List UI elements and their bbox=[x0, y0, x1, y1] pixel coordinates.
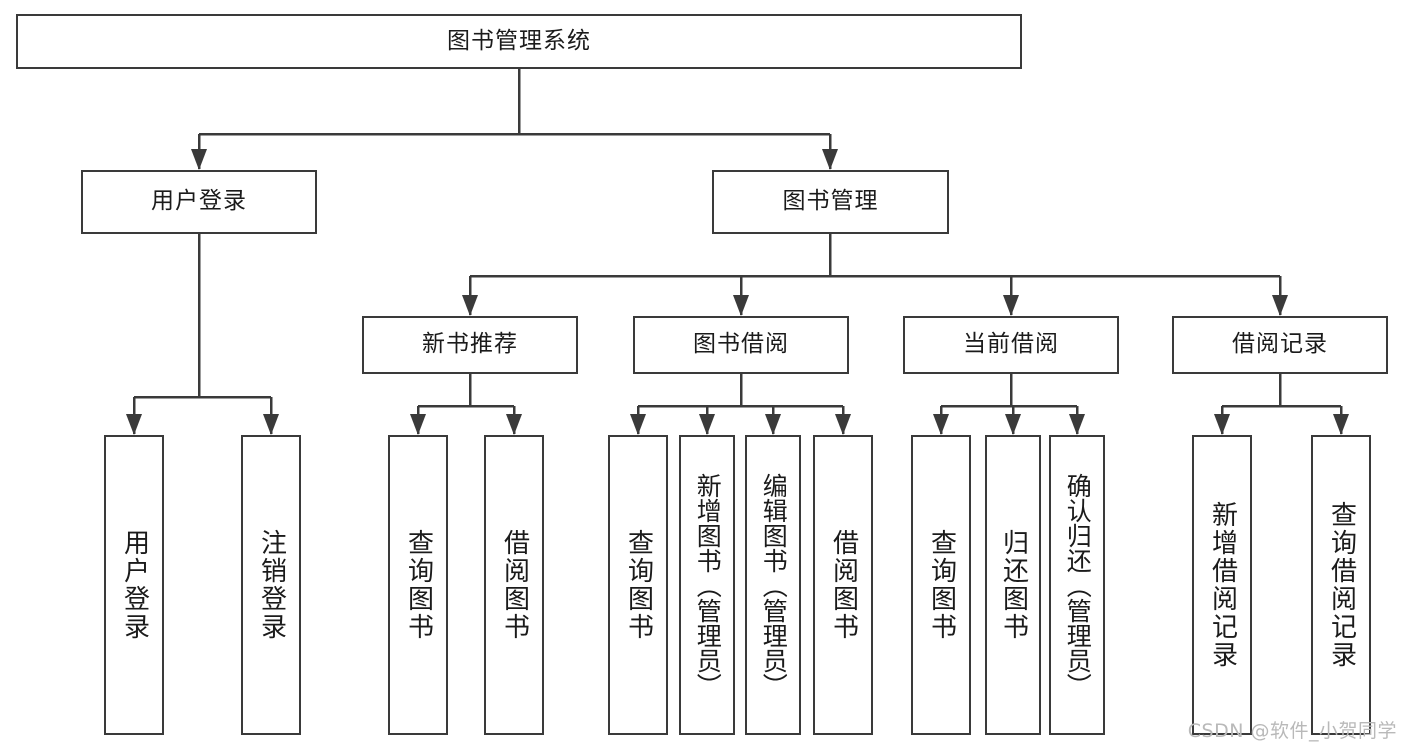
node-book-borrowing[interactable]: 图书借阅 bbox=[633, 316, 849, 374]
node-label: 查询借阅记录 bbox=[1326, 501, 1357, 669]
node-leaf-add-borrow-record[interactable]: 新增借阅记录 bbox=[1192, 435, 1252, 735]
node-leaf-add-book-admin[interactable]: 新增图书（管理员） bbox=[679, 435, 735, 735]
node-leaf-logout-login[interactable]: 注销登录 bbox=[241, 435, 301, 735]
node-label: 图书管理系统 bbox=[447, 27, 591, 54]
node-label: 查询图书 bbox=[926, 529, 957, 641]
node-label: 借阅记录 bbox=[1232, 331, 1328, 358]
node-leaf-edit-book-admin[interactable]: 编辑图书（管理员） bbox=[745, 435, 801, 735]
node-label: 查询图书 bbox=[623, 529, 654, 641]
node-label: 查询图书 bbox=[403, 529, 434, 641]
node-label: 归还图书 bbox=[998, 529, 1029, 641]
node-root-book-management-system[interactable]: 图书管理系统 bbox=[16, 14, 1022, 69]
node-label: 当前借阅 bbox=[963, 331, 1059, 358]
node-label: 新增借阅记录 bbox=[1207, 501, 1238, 669]
node-label: 新增图书（管理员） bbox=[693, 472, 723, 698]
node-new-book-recommendation[interactable]: 新书推荐 bbox=[362, 316, 578, 374]
node-label: 借阅图书 bbox=[499, 529, 530, 641]
node-label: 用户登录 bbox=[151, 188, 247, 215]
node-borrowing-record[interactable]: 借阅记录 bbox=[1172, 316, 1388, 374]
node-book-management[interactable]: 图书管理 bbox=[712, 170, 949, 234]
node-leaf-query-book-1[interactable]: 查询图书 bbox=[388, 435, 448, 735]
node-current-borrowing[interactable]: 当前借阅 bbox=[903, 316, 1119, 374]
node-label: 确认归还（管理员） bbox=[1063, 472, 1093, 698]
node-label: 新书推荐 bbox=[422, 331, 518, 358]
node-label: 图书管理 bbox=[782, 188, 879, 215]
node-leaf-query-borrow-record[interactable]: 查询借阅记录 bbox=[1311, 435, 1371, 735]
node-label: 注销登录 bbox=[256, 529, 287, 641]
node-leaf-user-login[interactable]: 用户登录 bbox=[104, 435, 164, 735]
node-leaf-return-book[interactable]: 归还图书 bbox=[985, 435, 1041, 735]
node-label: 借阅图书 bbox=[828, 529, 859, 641]
node-user-login[interactable]: 用户登录 bbox=[81, 170, 317, 234]
node-label: 用户登录 bbox=[119, 529, 150, 641]
node-label: 编辑图书（管理员） bbox=[759, 472, 789, 698]
node-leaf-borrow-book-2[interactable]: 借阅图书 bbox=[813, 435, 873, 735]
node-leaf-borrow-book-1[interactable]: 借阅图书 bbox=[484, 435, 544, 735]
node-leaf-query-book-2[interactable]: 查询图书 bbox=[608, 435, 668, 735]
node-leaf-query-book-3[interactable]: 查询图书 bbox=[911, 435, 971, 735]
node-leaf-confirm-return-admin[interactable]: 确认归还（管理员） bbox=[1049, 435, 1105, 735]
node-label: 图书借阅 bbox=[693, 331, 789, 358]
